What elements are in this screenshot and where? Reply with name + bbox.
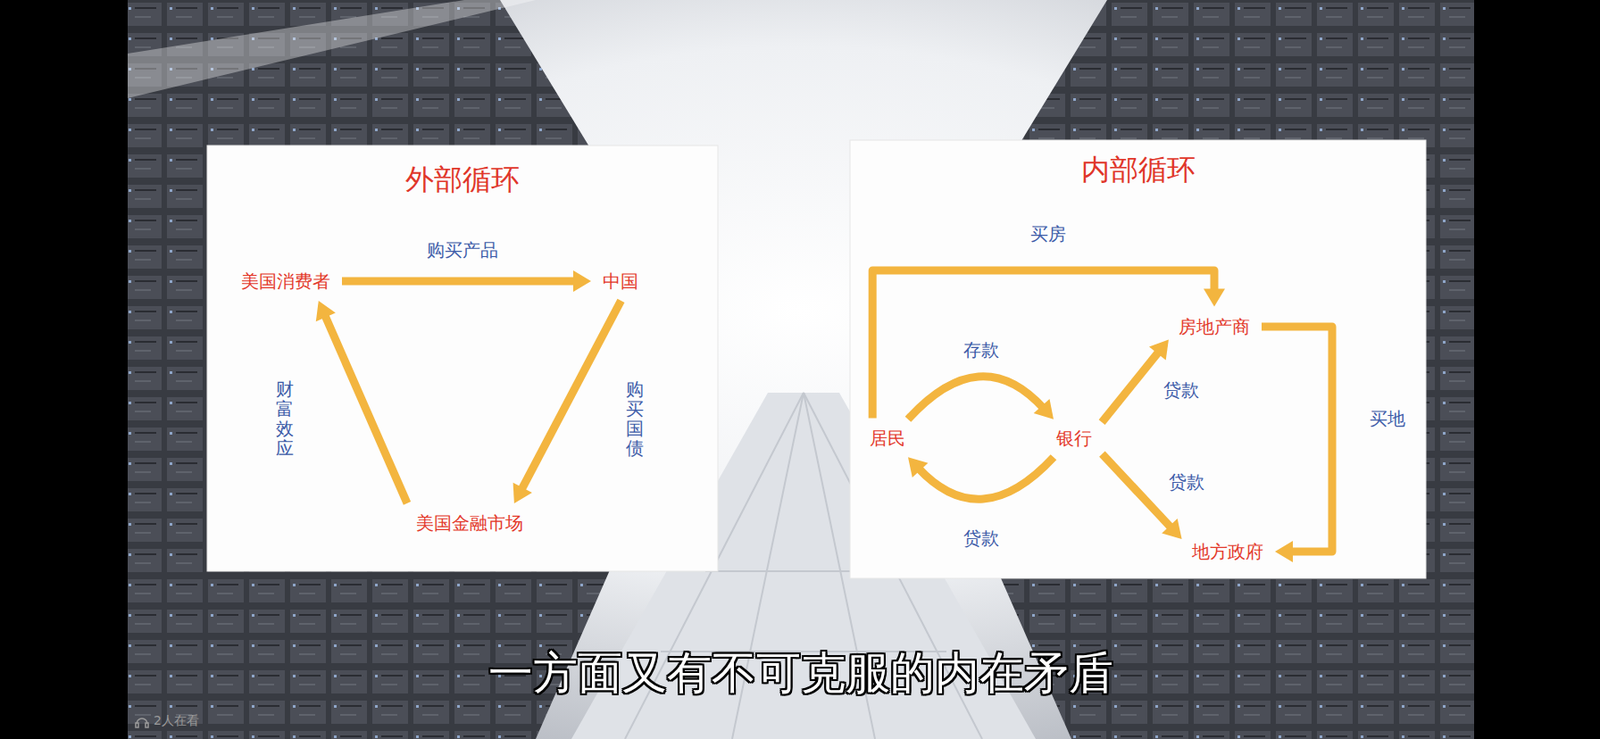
arrow-head [1033, 399, 1054, 420]
flow-arrow [908, 457, 1054, 500]
flow-arrow [316, 300, 408, 504]
node-text: 美国消费者 [241, 269, 331, 294]
viewer-icon [135, 718, 149, 728]
edge-label: 购买产品 [426, 238, 499, 263]
panel-title: 外部循环 [207, 145, 718, 200]
flow-arrow [908, 376, 1054, 420]
subtitle-caption: 一方面又有不可克服的内在矛盾 [488, 643, 1114, 704]
panel: 内部循环居民 银行 房地产商地方政府 [850, 140, 1426, 579]
node-label-box: 美国金融市场 [408, 508, 531, 540]
panel-background [207, 145, 718, 572]
arrow-line [917, 457, 1054, 500]
node-text: 居民 [869, 426, 906, 451]
arrow-line [1261, 326, 1333, 552]
light-streak [127, 0, 536, 99]
arrow-line [1101, 454, 1172, 530]
flow-arrow [341, 270, 592, 292]
edge-label: 购买国债 [625, 379, 644, 459]
node-text: 美国金融市场 [416, 511, 524, 536]
edge-label: 买房 [1030, 222, 1067, 247]
flow-arrow [872, 270, 1225, 419]
node-label-box: 居民 [862, 423, 913, 455]
flow-arrow [1101, 339, 1169, 423]
node-label-box: 中国 [595, 266, 646, 298]
arrow-line [324, 314, 408, 504]
flow-arrow [513, 300, 622, 504]
arrow-head [513, 483, 533, 504]
node-label-box: 银行 [1049, 423, 1100, 455]
viewer-count: 2人在看 [153, 713, 200, 730]
node-text: 中国 [602, 269, 639, 294]
arrow-head [573, 270, 592, 292]
panel-title: 内部循环 [850, 140, 1426, 190]
node-text: 房地产商 [1178, 315, 1250, 340]
arrow-line [341, 277, 577, 286]
edge-label: 财富效应 [275, 379, 294, 459]
node-label-box: 美国消费者 [233, 266, 338, 298]
arrow-line [1101, 350, 1160, 423]
flow-arrow [1261, 326, 1333, 563]
node-label-box: 房地产商 [1171, 311, 1258, 343]
arrow-head [316, 300, 336, 322]
arrow-head [1149, 339, 1169, 360]
panel-background [850, 140, 1426, 579]
arrow-head [1275, 541, 1293, 563]
edge-label: 买地 [1369, 407, 1406, 432]
node-label-box: 地方政府 [1184, 536, 1271, 568]
panel-backgrounds [207, 140, 1426, 579]
panel: 外部循环美国消费者 中国美国金融市场 [207, 145, 718, 572]
flow-arrow [1101, 454, 1182, 540]
light-hall [127, 0, 1475, 739]
arrow-line [872, 270, 1215, 419]
arrow-head [908, 457, 928, 478]
arrow-head [1203, 289, 1225, 308]
edge-label: 贷款 [1168, 470, 1205, 495]
edge-label: 存款 [963, 338, 1000, 363]
arrow-line [520, 300, 621, 492]
node-text: 地方政府 [1191, 540, 1264, 565]
node-text: 银行 [1056, 426, 1092, 451]
edge-label: 贷款 [1163, 378, 1200, 403]
edge-label: 贷款 [963, 526, 1000, 551]
arrow-head [1161, 518, 1182, 540]
arrow-line [908, 376, 1044, 420]
